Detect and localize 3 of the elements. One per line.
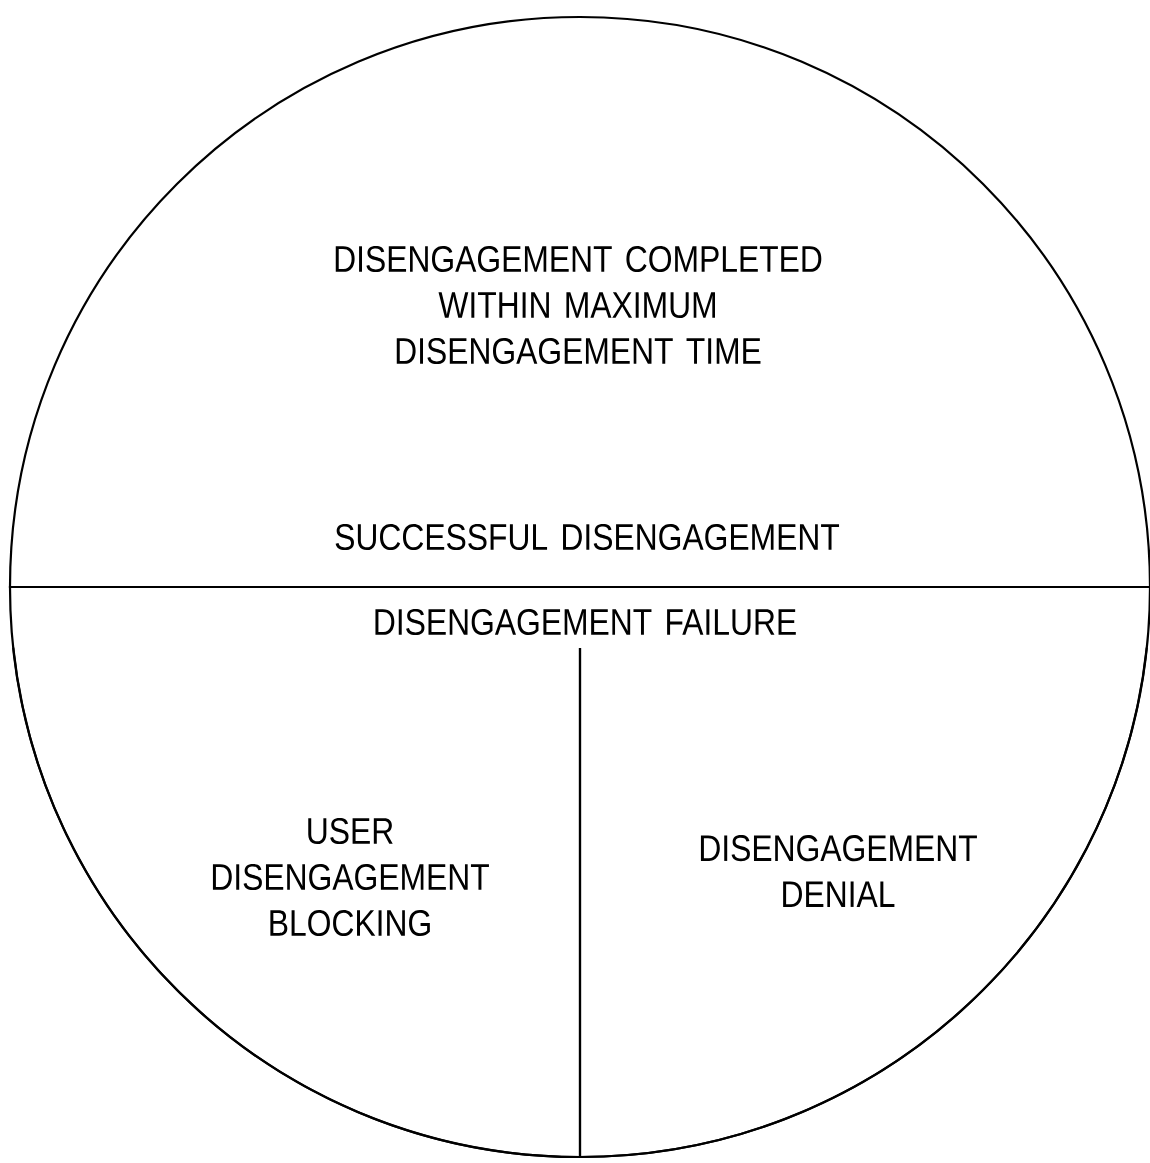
upper-half-region: DISENGAGEMENT COMPLETED WITHIN MAXIMUM DISENGAGEMENT TIME SUCCESSFUL DISENGAGEMENT bbox=[8, 15, 1150, 589]
lower-right-region: DISENGAGEMENT DENIAL bbox=[578, 647, 1148, 1159]
lower-left-region: USER DISENGAGEMENT BLOCKING bbox=[12, 647, 582, 1159]
